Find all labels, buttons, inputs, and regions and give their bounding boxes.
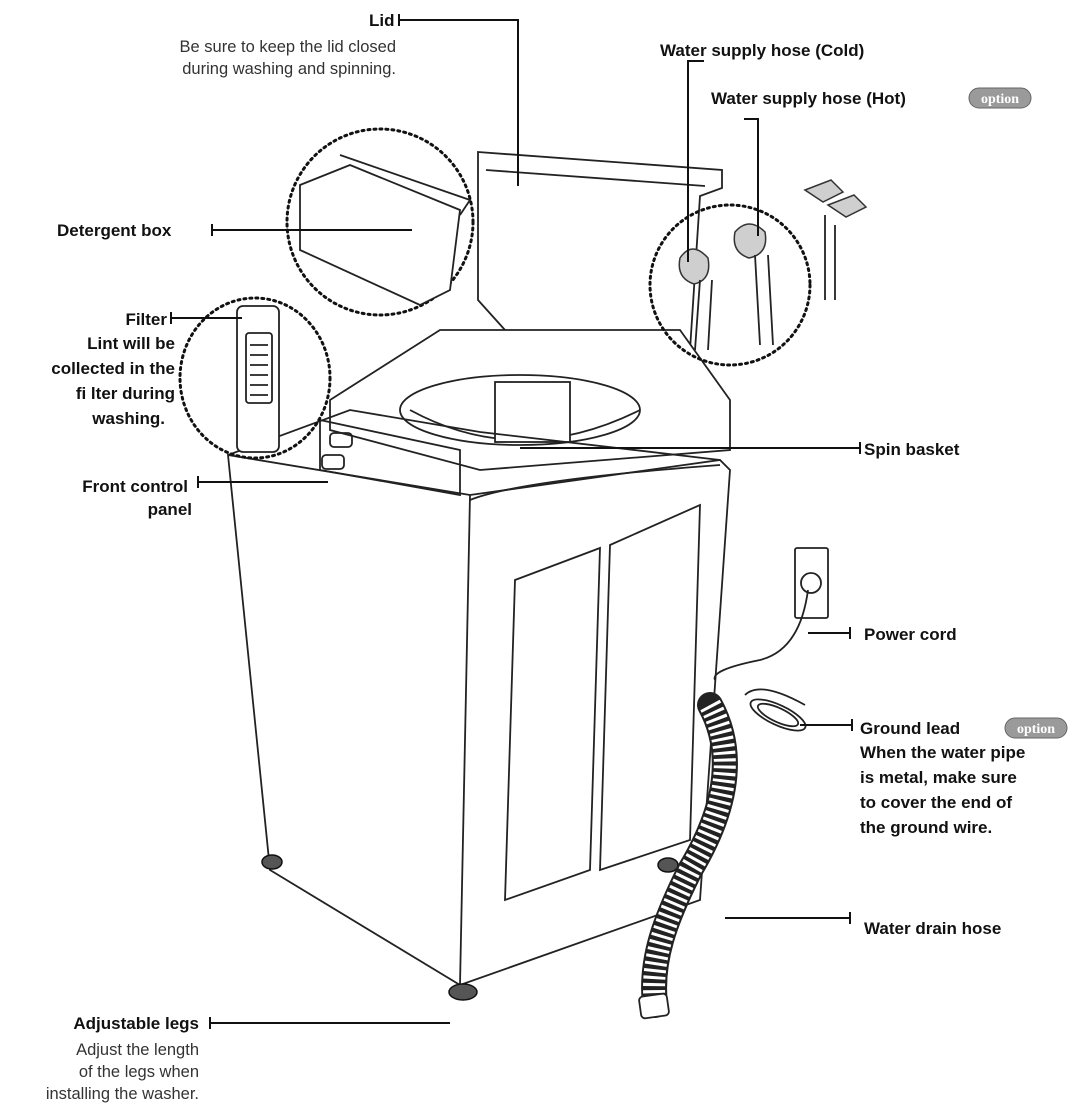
- filter-desc-line-1: Lint will be: [87, 334, 175, 353]
- label-water-hot: Water supply hose (Hot): [711, 89, 906, 108]
- lid-desc-line-2: during washing and spinning.: [182, 60, 396, 78]
- power-cord-line: [713, 589, 809, 681]
- label-power-cord: Power cord: [864, 625, 957, 644]
- label-lid: Lid: [369, 11, 395, 30]
- side-panel-right: [599, 503, 701, 872]
- option-badge-ground: option: [1004, 717, 1068, 739]
- ground-desc-line-3: to cover the end of: [860, 793, 1013, 812]
- detergent-box: [299, 164, 461, 306]
- label-drain-hose: Water drain hose: [864, 919, 1002, 938]
- side-panel-left: [504, 546, 601, 902]
- label-spin-basket: Spin basket: [864, 440, 960, 459]
- option-badge-hot-text: option: [981, 92, 1019, 107]
- filter-desc-line-2: collected in the: [51, 359, 175, 378]
- leader-lid: [399, 19, 519, 186]
- label-filter: Filter: [125, 310, 167, 329]
- leader-cold: [687, 60, 704, 262]
- option-badge-ground-text: option: [1017, 722, 1055, 737]
- hose-zoom: [648, 203, 812, 367]
- faucet-2: [826, 194, 868, 218]
- ground-lead-coil: [749, 698, 807, 732]
- filter-zoom: [178, 296, 332, 460]
- label-front-panel-line-2: panel: [147, 500, 192, 519]
- filter-desc-line-4: washing.: [92, 409, 165, 428]
- option-badge-hot: option: [968, 87, 1032, 109]
- leader-hot: [744, 118, 759, 236]
- control-panel: [319, 418, 461, 497]
- legs-desc-line-1: Adjust the length: [76, 1041, 199, 1059]
- leg-right: [657, 857, 679, 873]
- lid-desc-line-1: Be sure to keep the lid closed: [179, 38, 396, 56]
- ground-desc-line-2: is metal, make sure: [860, 768, 1017, 787]
- faucet-1: [803, 179, 845, 203]
- label-detergent-box: Detergent box: [57, 221, 172, 240]
- wall-outlet: [794, 547, 829, 619]
- detergent-zoom: [285, 127, 475, 317]
- label-water-cold: Water supply hose (Cold): [660, 41, 865, 60]
- leg-front: [448, 983, 478, 1001]
- label-front-panel-line-1: Front control: [82, 477, 188, 496]
- filter-desc-line-3: fi lter during: [75, 384, 175, 403]
- legs-desc-line-2: of the legs when: [78, 1063, 199, 1081]
- label-ground-lead: Ground lead: [860, 719, 961, 738]
- ground-desc-line-1: When the water pipe: [860, 743, 1026, 762]
- pulsator-panel: [494, 381, 571, 443]
- cold-connector: [678, 248, 710, 285]
- leg-left: [261, 854, 283, 870]
- ground-desc-line-4: the ground wire.: [860, 818, 993, 837]
- label-legs: Adjustable legs: [73, 1014, 199, 1033]
- cabinet: [226, 453, 731, 986]
- hot-connector: [733, 223, 767, 259]
- legs-desc-line-3: installing the washer.: [45, 1085, 199, 1103]
- filter-body: [236, 305, 280, 453]
